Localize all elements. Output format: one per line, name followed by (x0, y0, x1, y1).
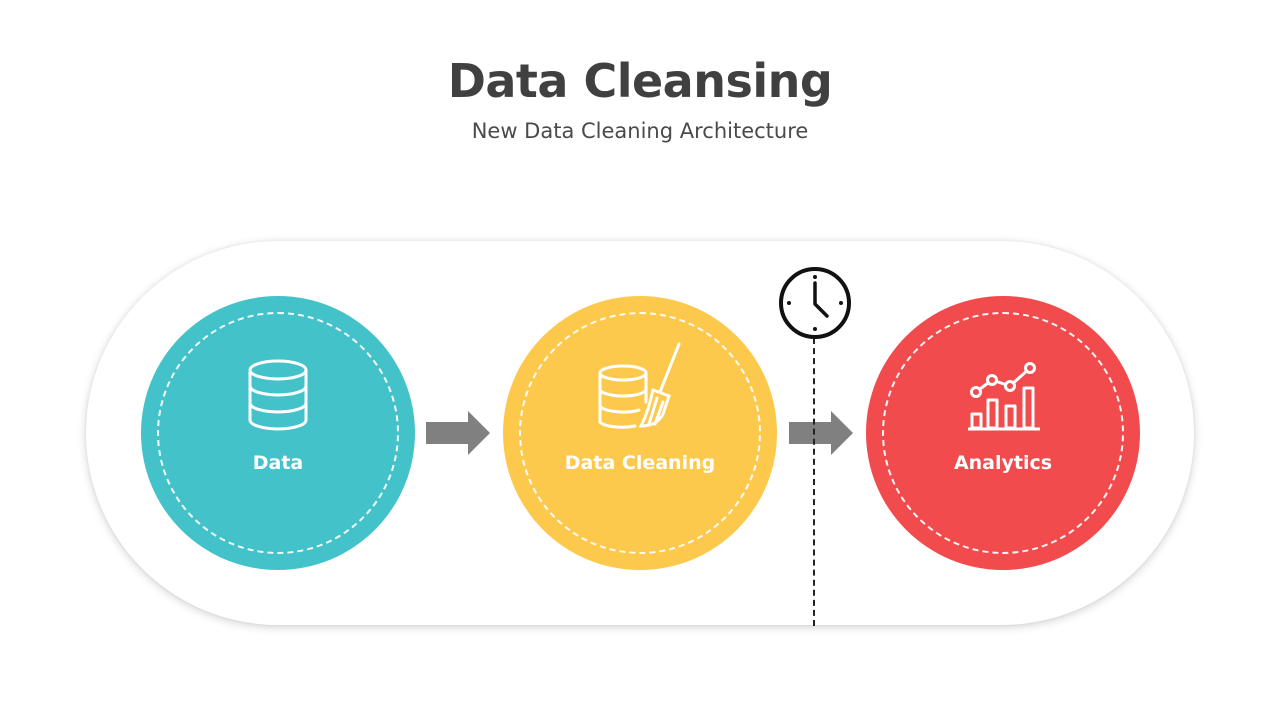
analytics-chart-icon (968, 362, 1040, 431)
page-subtitle: New Data Cleaning Architecture (471, 119, 809, 143)
step-label: Data (252, 452, 304, 474)
dashed-ring (882, 312, 1124, 554)
step-label: Analytics (953, 452, 1053, 474)
database-broom-icon (598, 342, 681, 429)
clock-icon (779, 267, 851, 339)
page-title: Data Cleansing (447, 54, 833, 108)
arrow-right-icon (789, 411, 853, 455)
step-analytics: Analytics (866, 296, 1140, 570)
arrow-right-icon (426, 411, 490, 455)
step-data-cleaning: Data Cleaning (503, 296, 777, 570)
step-data: Data (141, 296, 415, 570)
step-label: Data Cleaning (564, 452, 716, 474)
database-icon (248, 359, 308, 431)
timeline-dashed-line (813, 338, 815, 626)
dashed-ring (519, 312, 761, 554)
dashed-ring (157, 312, 399, 554)
